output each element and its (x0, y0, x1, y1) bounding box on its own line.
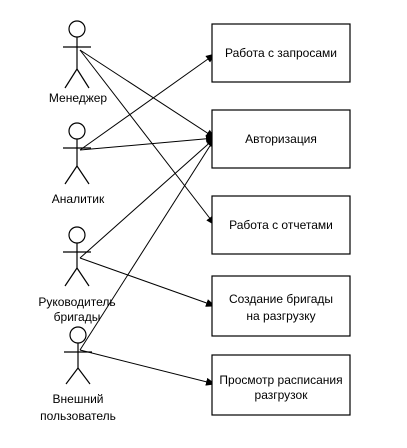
use-case-auth[interactable]: Авторизация (211, 109, 351, 169)
actor-external-user[interactable] (64, 326, 92, 385)
stick-figure-icon (63, 20, 91, 89)
association-brigade_lead-to-create_brigade (79, 257, 216, 307)
stick-figure-icon (63, 226, 91, 287)
use-case-auth-label: Авторизация (245, 132, 317, 146)
use-case-view-schedule-label-line2: разгрузок (255, 388, 309, 402)
actor-external-user-label-line1: Внешний (53, 392, 104, 406)
association-analyst-to-requests (79, 53, 216, 151)
use-case-create-brigade-label-line1: Создание бригады (229, 292, 333, 306)
actor-manager[interactable] (63, 20, 91, 89)
use-case-requests-label: Работа с запросами (225, 46, 337, 60)
use-case-view-schedule-label-line1: Просмотр расписания (219, 373, 342, 387)
actor-brigade-lead-label-line2: бригады (54, 310, 101, 324)
use-case-reports[interactable]: Работа с отчетами (211, 195, 351, 255)
actor-brigade-lead[interactable] (63, 226, 91, 287)
actor-analyst-label: Аналитик (52, 192, 105, 206)
actor-brigade-lead-label-line1: Руководитель (38, 295, 115, 309)
use-case-create-brigade-label-line2: на разгрузку (246, 309, 315, 323)
use-case-create-brigade[interactable]: Создание бригады на разгрузку (211, 275, 351, 337)
association-manager-to-reports (79, 49, 216, 226)
association-external_user-to-view_schedule (79, 349, 216, 386)
actor-analyst[interactable] (63, 122, 91, 185)
stick-figure-icon (63, 122, 91, 185)
use-case-view-schedule[interactable]: Просмотр расписания разгрузок (211, 354, 351, 416)
association-external_user-to-auth (79, 137, 216, 351)
associations (79, 49, 216, 386)
use-case-requests[interactable]: Работа с запросами (211, 23, 351, 83)
association-analyst-to-auth (79, 134, 216, 151)
use-case-reports-label: Работа с отчетами (229, 218, 333, 232)
stick-figure-icon (64, 326, 92, 385)
association-brigade_lead-to-auth (79, 137, 216, 259)
association-manager-to-auth (79, 49, 216, 139)
actor-manager-label: Менеджер (49, 91, 108, 105)
actor-external-user-label-line2: пользователь (40, 409, 116, 423)
